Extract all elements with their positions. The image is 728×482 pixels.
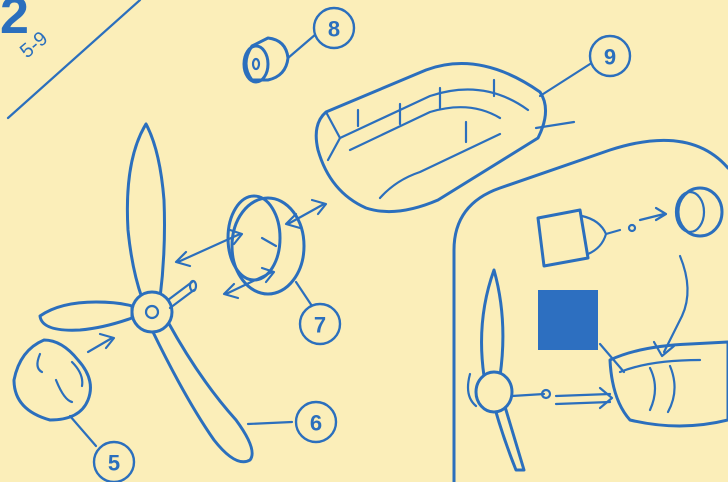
callout-9-label: 9 [604,45,616,70]
corner-divider-line [8,0,140,118]
callout-9: 9 [590,36,630,76]
callout-7: 7 [300,304,340,344]
callout-8: 8 [314,8,354,48]
callout-7-label: 7 [314,313,326,338]
part-8-nut [244,38,288,82]
assembly-arrows [88,200,326,352]
part-5-spinner-cap [14,340,90,420]
callout-5: 5 [94,442,134,482]
callout-6-label: 6 [310,411,322,436]
callout-6: 6 [296,402,336,442]
callout-5-label: 5 [108,451,120,476]
part-6-propeller [40,124,252,462]
callout-8-label: 8 [328,17,340,42]
part-9-fuselage-nose [316,64,574,212]
color-swatch [538,290,598,350]
part-7-bearing-disc [228,196,304,294]
